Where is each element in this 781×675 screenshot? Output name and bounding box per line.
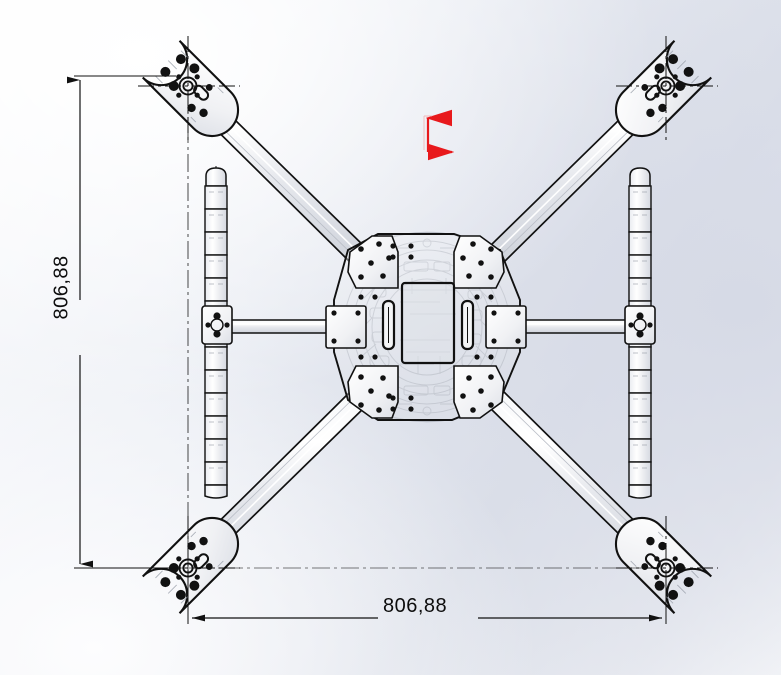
dimension-vertical[interactable]: [66, 75, 189, 578]
dimension-vertical-label[interactable]: 806,88: [50, 255, 73, 320]
coordinate-triad: [423, 109, 455, 161]
motor-mount-sw: [142, 516, 240, 614]
fastener-holes: [358, 241, 494, 413]
landing-rail-left: [201, 166, 233, 499]
battery-bay: [400, 281, 456, 365]
motor-mount-nw: [142, 40, 240, 138]
mount-slots: [381, 299, 475, 351]
landing-rail-right: [624, 167, 656, 499]
motor-mount-se: [614, 516, 712, 614]
rail-joint-right: [624, 305, 656, 345]
center-body-plate: [325, 233, 527, 421]
landing-gear-cross-tubes: [221, 319, 633, 334]
motor-mount-ne: [614, 40, 712, 138]
dimension-horizontal-label[interactable]: 806,88: [383, 595, 448, 617]
dimension-horizontal[interactable]: [80, 567, 667, 624]
rail-joint-left: [201, 305, 233, 345]
